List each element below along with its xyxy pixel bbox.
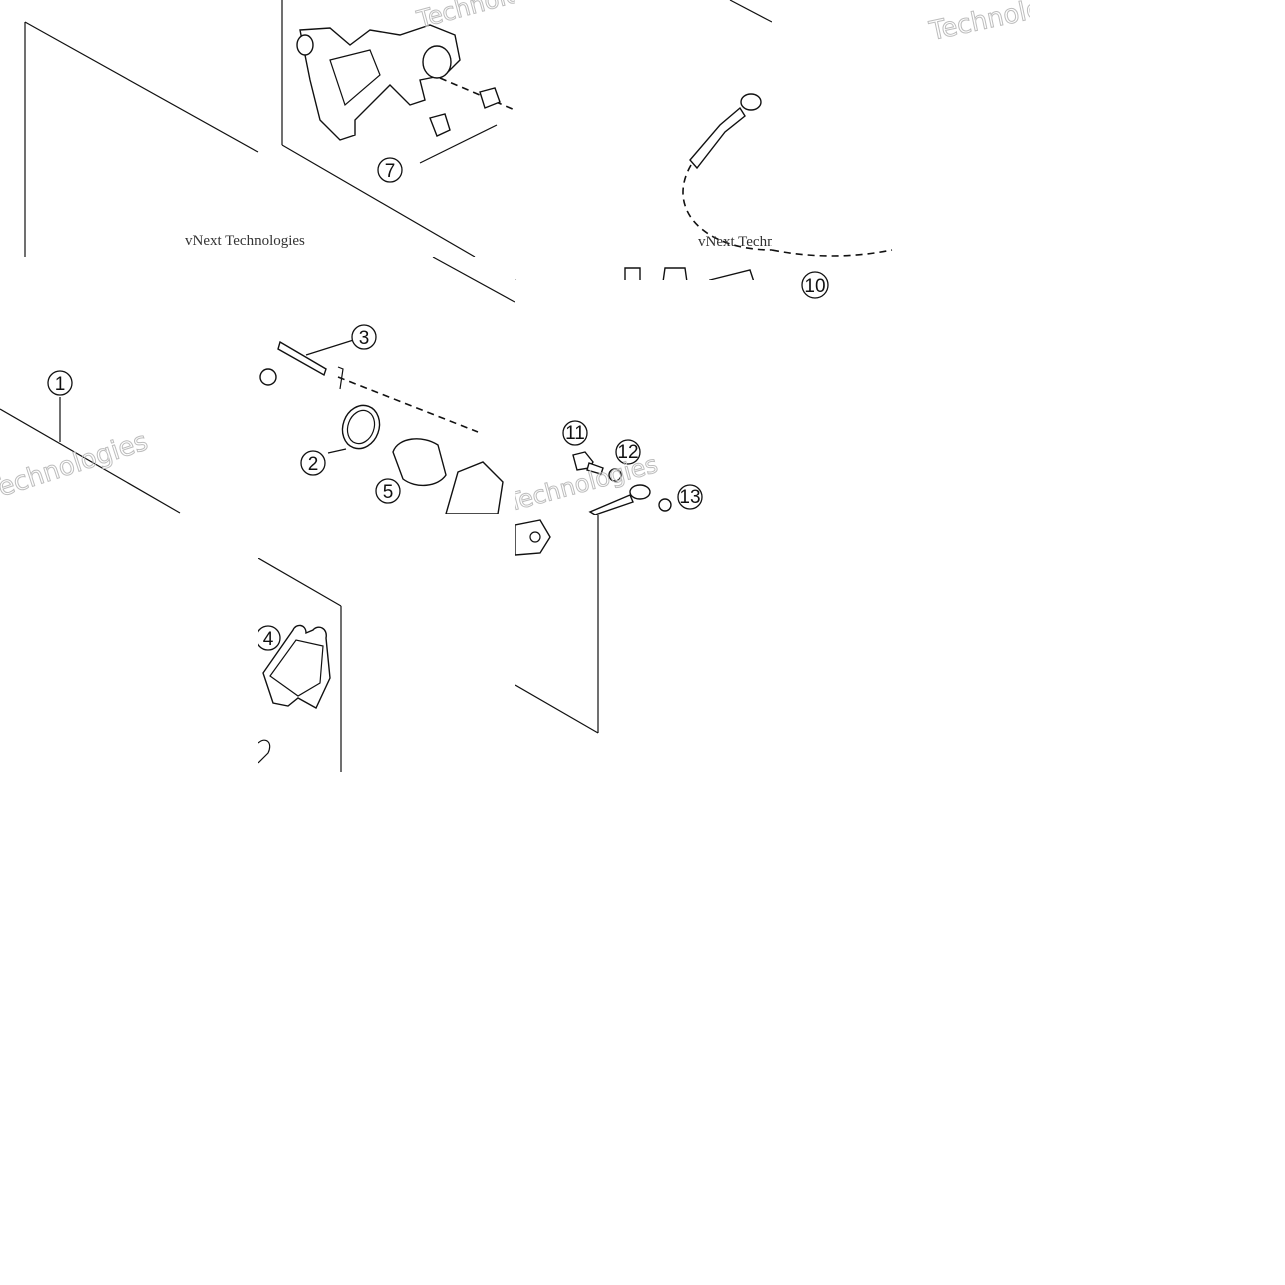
boot xyxy=(429,113,451,137)
watermark-text: Technologies xyxy=(413,0,515,34)
brake-pad-lining xyxy=(269,639,324,697)
watermark-text: Technologies xyxy=(926,0,1030,47)
frame-line xyxy=(24,21,259,153)
leader-line xyxy=(327,448,347,454)
frame-line xyxy=(729,0,772,23)
caliper-bracket-drawing: 7 Technologies vNext Technologies xyxy=(24,0,515,257)
callout-10: 10 xyxy=(801,271,829,299)
frame-line xyxy=(432,257,515,303)
callout-12: 12 xyxy=(615,439,641,465)
callout-10-label-drawing: 10 xyxy=(801,271,829,299)
piston-seal-inner xyxy=(346,409,376,445)
callout-3: 3 xyxy=(351,324,377,350)
tile-brake-pads: 4 xyxy=(258,558,343,772)
callout-10-drawing: Technologies xyxy=(772,0,1030,257)
pin-boot xyxy=(259,368,277,386)
banjo-bolt-thread xyxy=(586,462,604,475)
tile-banjo-bolt: 11 12 13 Technologies xyxy=(515,280,772,515)
watermark-text: vNext Technologies xyxy=(185,233,305,249)
leader-line xyxy=(419,124,498,164)
callout-1-drawing: 1 Technologies xyxy=(0,370,181,514)
callout-5: 5 xyxy=(375,478,401,504)
callout-11: 11 xyxy=(562,420,588,446)
assembly-axis xyxy=(337,376,479,433)
svg-text:1: 1 xyxy=(55,374,66,395)
caliper-body xyxy=(445,461,504,514)
callout-13: 13 xyxy=(677,484,703,510)
svg-text:4: 4 xyxy=(263,629,274,650)
bracket-window xyxy=(329,49,381,107)
boot xyxy=(479,87,501,109)
hose-lower xyxy=(588,494,634,515)
caliper-bracket xyxy=(299,24,461,141)
svg-text:10: 10 xyxy=(804,276,825,297)
frame-line xyxy=(515,684,599,734)
hose-upper xyxy=(689,106,746,170)
banjo-bolt-drawing: 11 12 13 Technologies xyxy=(515,420,703,515)
banjo-fitting xyxy=(740,93,762,111)
hose-route xyxy=(772,249,893,257)
callout-1: 1 xyxy=(47,370,73,396)
watermark-text: Technologies xyxy=(0,427,152,507)
callout-7: 7 xyxy=(377,157,403,183)
tile-callout-10: Technologies xyxy=(772,0,1030,257)
caliper-lower-drawing xyxy=(515,515,599,734)
frame-line xyxy=(281,144,476,257)
brake-pads-drawing: 4 xyxy=(258,558,342,772)
tile-caliper-lower xyxy=(515,515,600,735)
crush-washer xyxy=(608,468,622,482)
callout-2: 2 xyxy=(300,450,326,476)
svg-text:2: 2 xyxy=(308,454,319,475)
svg-text:5: 5 xyxy=(383,482,394,503)
slide-pin xyxy=(277,340,327,377)
piston-seal xyxy=(341,404,381,450)
banjo-eye xyxy=(629,484,651,500)
svg-text:11: 11 xyxy=(565,423,585,444)
caliper-internals-drawing: 3 2 5 xyxy=(259,257,515,514)
callout-4: 4 xyxy=(258,625,281,651)
svg-text:12: 12 xyxy=(617,442,638,463)
caliper-mount xyxy=(515,519,551,556)
frame-line xyxy=(0,408,181,514)
pad-spring xyxy=(258,739,271,764)
tile-callout-10-label: 10 xyxy=(772,257,872,317)
tile-caliper-internals: 3 2 5 xyxy=(258,257,515,514)
mount-hole xyxy=(529,531,541,543)
svg-text:7: 7 xyxy=(385,161,396,182)
bracket-pin xyxy=(296,34,314,56)
tile-caliper-bracket: 7 Technologies vNext Technologies xyxy=(0,0,515,257)
retaining-clip xyxy=(337,366,344,390)
hose-route xyxy=(682,164,772,251)
svg-text:3: 3 xyxy=(359,328,370,349)
crush-washer xyxy=(658,498,672,512)
bracket-hole xyxy=(422,45,452,79)
svg-text:13: 13 xyxy=(679,487,700,508)
assembly-axis xyxy=(439,77,515,111)
frame-line xyxy=(258,558,342,607)
piston xyxy=(392,438,447,486)
tile-callout-1: 1 Technologies xyxy=(0,257,258,514)
watermark-text: vNext Technologies xyxy=(698,234,772,250)
